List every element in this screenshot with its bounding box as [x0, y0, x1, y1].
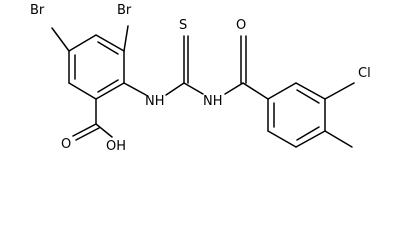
- bond: [295, 130, 326, 148]
- bond-to-br-left: [51, 27, 70, 52]
- right-benzene-ring: [267, 82, 326, 148]
- bond: [68, 82, 97, 100]
- bond-nh-to-thiocarbonyl: [165, 82, 185, 96]
- left-benzene-ring: [68, 34, 125, 100]
- bond-ring-to-nh: [123, 82, 147, 96]
- bond-to-acid-oxygen: [72, 123, 97, 137]
- atom-sulfur: S: [179, 18, 187, 33]
- atom-oxygen-acid: O: [61, 137, 71, 152]
- double-bond-inner: [296, 126, 320, 141]
- atom-br-left: Br: [30, 3, 45, 18]
- double-bond-acid-oxygen: [75, 127, 100, 141]
- atom-chlorine: Cl: [358, 66, 371, 81]
- structure-canvas: Br Br S O Cl NH NH O OH: [30, 3, 371, 154]
- bond: [95, 34, 125, 52]
- bond-to-oh: [95, 123, 113, 138]
- bond: [295, 82, 326, 100]
- bond-thiocarbonyl-to-nh: [183, 82, 204, 95]
- atom-oxygen-carbonyl: O: [236, 18, 246, 33]
- chemical-structure: Br Br S O Cl NH NH O OH: [30, 3, 371, 154]
- double-bond-inner: [97, 79, 119, 93]
- bond-to-chlorine: [324, 82, 355, 100]
- bond: [267, 130, 297, 148]
- bond-carbonyl-to-ring: [242, 82, 269, 100]
- double-bond-inner: [296, 89, 320, 104]
- atom-br-right: Br: [117, 3, 132, 18]
- atom-nh-right: NH: [203, 94, 223, 109]
- atom-nh-left: NH: [145, 94, 165, 109]
- bond-nh-to-carbonyl: [224, 82, 244, 95]
- bond-to-br-right: [123, 25, 129, 52]
- double-bond-inner: [97, 41, 119, 55]
- atom-oh-acid: OH: [106, 139, 126, 154]
- bond: [68, 34, 97, 52]
- bond-to-methyl: [324, 130, 353, 148]
- bond: [267, 82, 297, 100]
- bond: [95, 82, 125, 100]
